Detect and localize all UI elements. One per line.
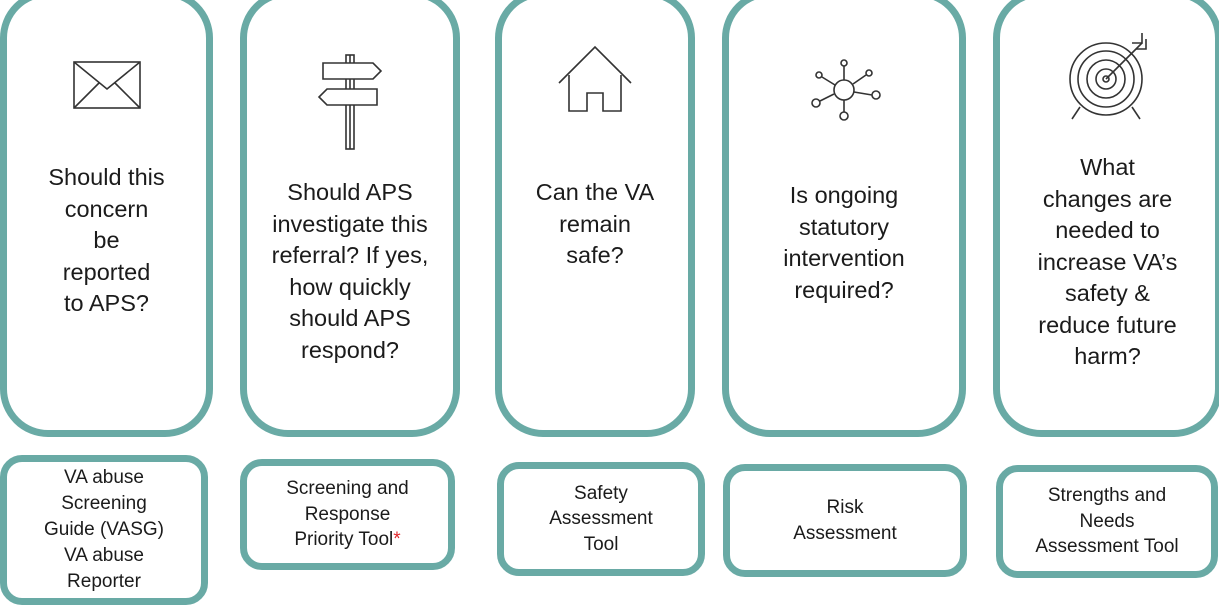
envelope-icon bbox=[72, 61, 141, 109]
question-card-strengths: What changes are needed to increase VA’s… bbox=[993, 0, 1219, 437]
tool-card-safety-assessment: Safety Assessment Tool bbox=[497, 462, 705, 576]
question-text: What changes are needed to increase VA’s… bbox=[1037, 154, 1178, 369]
question-text: Should APS investigate this referral? If… bbox=[271, 179, 429, 363]
required-asterisk: * bbox=[393, 529, 401, 551]
network-icon bbox=[811, 59, 881, 121]
question-card-risk: Is ongoing statutory intervention requir… bbox=[722, 0, 966, 437]
house-icon bbox=[558, 45, 632, 112]
tool-text: Risk Assessment bbox=[793, 497, 897, 544]
target-icon bbox=[1068, 33, 1147, 120]
question-card-screening: Should APS investigate this referral? If… bbox=[240, 0, 460, 437]
question-card-safety: Can the VA remain safe? bbox=[495, 0, 695, 437]
question-text: Is ongoing statutory intervention requir… bbox=[783, 182, 905, 303]
tool-text: Safety Assessment Tool bbox=[549, 482, 653, 555]
tool-card-strengths-needs: Strengths and Needs Assessment Tool bbox=[996, 465, 1218, 578]
question-card-reporting: Should this concern be reported to APS? bbox=[0, 0, 213, 437]
tool-card-screening-priority: Screening and Response Priority Tool* bbox=[240, 459, 455, 570]
tool-text: VA abuse Screening Guide (VASG) VA abuse… bbox=[43, 467, 165, 592]
question-text: Can the VA remain safe? bbox=[535, 179, 655, 268]
tool-card-vasg: VA abuse Screening Guide (VASG) VA abuse… bbox=[0, 455, 208, 605]
question-text: Should this concern be reported to APS? bbox=[48, 164, 165, 316]
signpost-icon bbox=[317, 54, 383, 150]
tool-card-risk-assessment: Risk Assessment bbox=[723, 464, 967, 577]
tool-text: Screening and Response Priority Tool* bbox=[286, 478, 409, 551]
tool-text: Strengths and Needs Assessment Tool bbox=[1035, 485, 1179, 558]
